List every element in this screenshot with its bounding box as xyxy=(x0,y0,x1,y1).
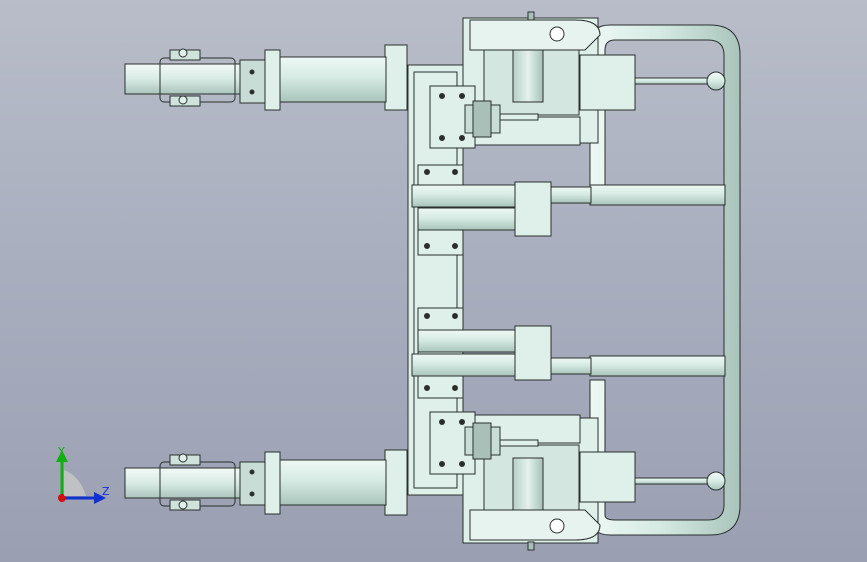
lower-cylinder-block xyxy=(411,307,592,399)
view-triad: Y Z xyxy=(56,445,110,504)
lower-clamp-assembly xyxy=(429,411,636,551)
lower-caster-leg xyxy=(124,451,387,515)
upper-caster-leg xyxy=(124,48,387,111)
upper-caster-wheel xyxy=(124,48,241,107)
triad-plane-shading xyxy=(64,470,86,496)
lower-caster-wheel xyxy=(124,453,241,511)
triad-z-label: Z xyxy=(102,485,110,498)
upper-clamp-assembly xyxy=(429,11,636,149)
triad-y-label: Y xyxy=(57,445,65,458)
triad-y-arrow-icon xyxy=(56,450,68,462)
triad-z-arrow-icon xyxy=(94,492,106,504)
upper-cylinder-block xyxy=(411,164,592,256)
